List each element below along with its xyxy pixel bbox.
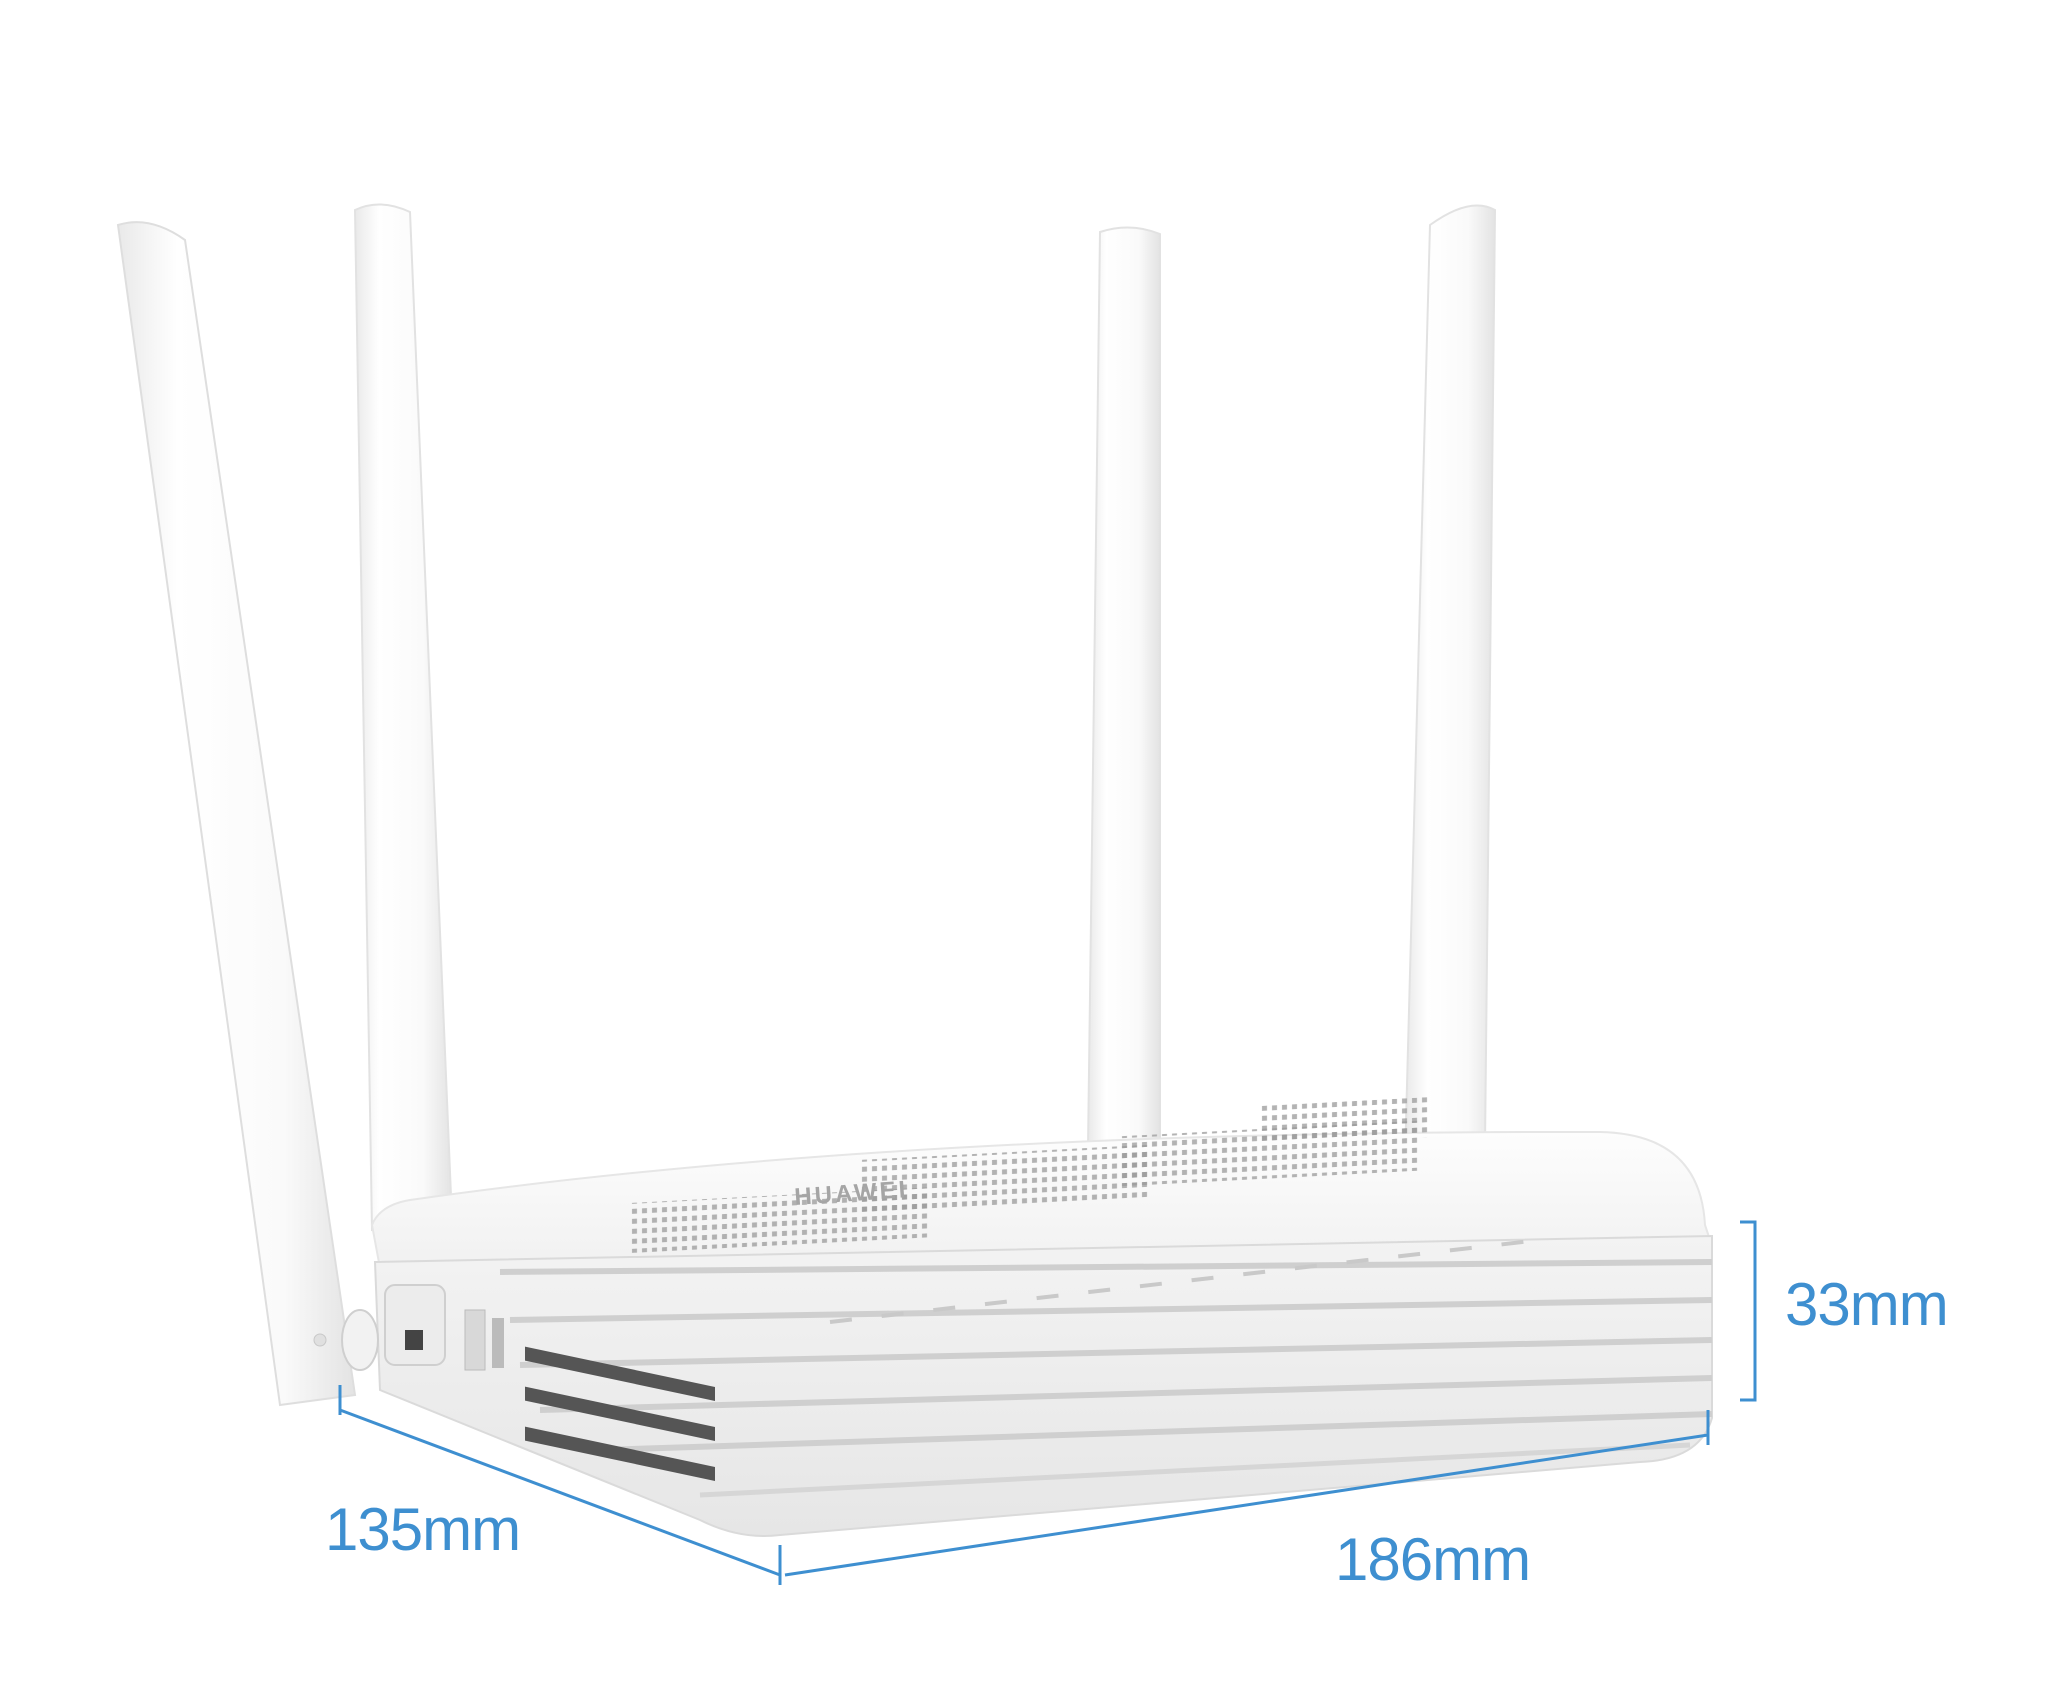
height-dimension-label: 33mm xyxy=(1785,1271,1949,1338)
antenna-rear-right xyxy=(1086,226,1161,1150)
antenna-rear-left xyxy=(353,203,454,1232)
height-dimension-line xyxy=(1740,1220,1757,1402)
depth-dimension-label: 135mm xyxy=(325,1496,521,1563)
antenna-front-left xyxy=(116,221,379,1407)
width-dimension-line xyxy=(784,1433,1709,1577)
dimension-lines xyxy=(338,1220,1757,1585)
depth-dimension-line xyxy=(339,1408,781,1577)
width-dimension-label: 186mm xyxy=(1335,1526,1531,1593)
antenna-far-right xyxy=(1403,204,1497,1162)
router-body xyxy=(370,1097,1713,1537)
